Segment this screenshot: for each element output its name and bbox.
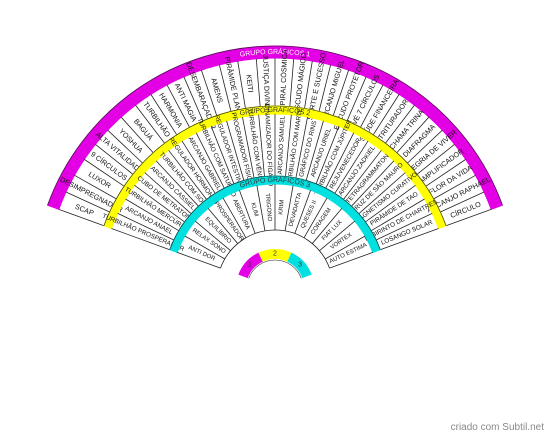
ring-1-divider [65,191,110,213]
ring-2-divider [343,150,382,200]
ring-1-divider [166,84,190,128]
ring-3-divider [311,208,343,244]
ring-2-title: GRUPO GRÁFICOS 2 [239,105,311,117]
ring-1-divider [120,116,154,154]
ring-1-divider [218,64,232,112]
sector-label: KRIM [278,200,285,215]
ring-1-divider [407,129,443,164]
sector-label: KLIM [249,202,258,217]
ring-outer-border-2 [103,105,447,226]
ring-2-divider [285,114,292,177]
ring-1-divider [183,76,204,122]
ring-1-divider [84,159,125,187]
ring-2-divider [134,185,185,223]
ring-2-divider [305,120,324,181]
ring-1-divider [58,208,105,227]
ring-3-divider [325,235,366,260]
center-arc-1 [238,252,264,279]
ring-2-divider [371,198,425,232]
ring-3-divider [177,252,221,269]
sector-label: ESCUDO MÁGICO [292,52,309,115]
ring-2-divider [351,160,395,207]
ring-2-divider [195,132,225,189]
ring-2-divider [117,213,174,241]
sector-label: KEITI [244,74,255,93]
credit-text: criado com Subtil.net [450,422,544,433]
sector-label: ANTI DOR [187,245,216,263]
ring-2-divider [168,150,207,200]
center-arc-3 [286,252,312,279]
ring-1-divider [385,104,415,144]
ring-1-divider [425,159,466,187]
ring-1-divider [332,69,349,116]
center-number-1: 1 [248,262,252,269]
ring-1-divider [372,94,400,136]
ring-1-divider [346,76,367,122]
sector-label: LUXOR [87,170,113,191]
ring-3-divider [284,185,294,231]
ring-2-divider [125,198,179,232]
ring-2-divider [325,132,355,189]
center-arc-2 [258,249,292,262]
ring-2-divider [315,126,340,184]
sector-label: ARCANJO SAMUEL [277,115,287,174]
ring-1-divider [360,84,384,128]
ring-3-divider [319,220,355,252]
sector-label: CÍRCULO [449,199,483,220]
ring-2-divider [295,116,308,179]
ring-3-divider [329,252,373,269]
ring-2-divider [226,120,245,181]
sector-label: JUSTIÇA DIVINA [261,54,272,110]
ring-3-divider [239,190,256,234]
ring-2-divider [144,172,192,215]
ring-1-divider [135,104,165,144]
sector-label: DINAMIZADOR DO FÍGADO [263,104,276,187]
ring-outer-border-3 [169,175,381,250]
ring-3-inner-arc [220,229,330,269]
ring-1-divider [396,116,430,154]
ring-1-divider [201,69,218,116]
sector-label: TRIGONO [264,193,272,222]
ring-2-divider [380,228,439,251]
ring-2-divider [210,126,235,184]
ring-2-divider [334,140,369,194]
ring-3-divider [303,197,328,238]
ring-3-divider [294,190,311,234]
ring-2-divider [376,213,433,241]
ring-3-divider [256,185,266,231]
ring-1-divider [318,64,332,112]
ring-1-divider [107,129,143,164]
ring-1-divider [445,208,492,227]
ring-outer-border-1 [47,45,503,206]
ring-2-divider [365,185,416,223]
center-number-2: 2 [273,251,277,258]
ring-1-divider [150,94,178,136]
center-number-3: 3 [298,262,302,269]
ring-3-divider [222,197,247,238]
ring-3-divider [195,220,231,252]
ring-2-divider [242,116,255,179]
ring-3-divider [207,208,239,244]
ring-1-title: GRUPO GRÁFICOS 1 [239,47,310,59]
sector-label: VORTEX [330,232,354,251]
ring-1-divider [95,143,134,175]
center-inner-arc [248,259,302,279]
ring-1-divider [289,58,295,107]
ring-2-divider [358,172,406,215]
ring-3-divider [184,235,225,260]
ring-1-divider [237,60,246,109]
ring-1-divider [255,58,261,107]
ring-1-divider [74,174,117,200]
ring-2-divider [111,228,170,251]
ring-1-divider [304,60,313,109]
ring-2-divider [258,114,265,177]
ring-1-divider [433,174,476,200]
ring-2-divider [181,140,216,194]
ring-1-divider [416,143,455,175]
ring-1-divider [440,191,485,213]
sector-label: ESPIRAL CÓSMICA [278,49,290,115]
ring-2-divider [155,160,199,207]
sector-label: PIRÂMIDE PLANA [223,56,244,117]
